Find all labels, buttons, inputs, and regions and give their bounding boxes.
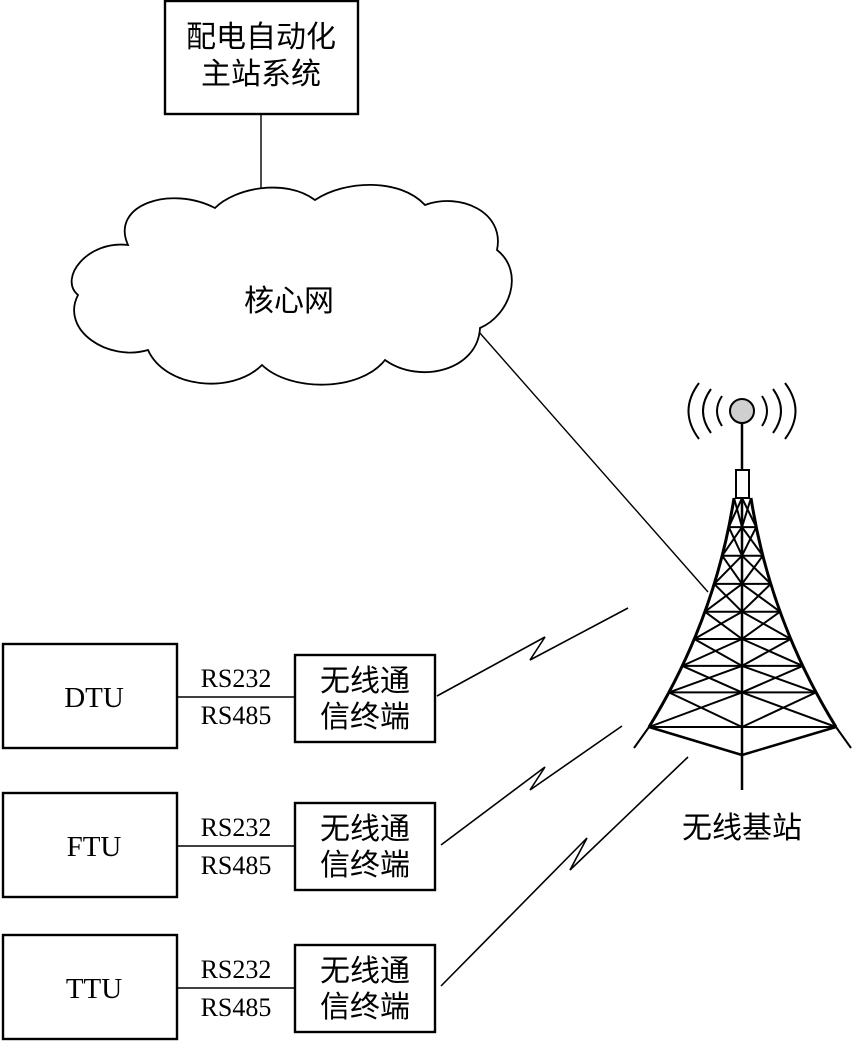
device-box-ftu (1, 791, 179, 899)
tower-brace (741, 583, 781, 613)
comm-terminal-box-dtu (293, 653, 437, 744)
tower-brace (704, 583, 743, 613)
core-network-node: 核心网 (70, 183, 513, 386)
tower-brace (741, 497, 758, 528)
tower-brace (721, 526, 743, 557)
master-station-label-line2: 主站系统 (201, 58, 321, 91)
tower-brace (727, 526, 743, 557)
tower-brace (741, 554, 772, 585)
tower-brace (741, 691, 837, 728)
comm-terminal-label-line1-ttu: 无线通 (320, 955, 410, 988)
tower-brace (741, 691, 817, 728)
iface-bottom-label-dtu: RS485 (201, 701, 272, 730)
tower-brace (741, 638, 792, 667)
tower-brace (727, 497, 743, 528)
device-label-dtu: DTU (64, 682, 124, 714)
tower-brace (741, 638, 804, 667)
comm-terminal-box-ftu (293, 801, 437, 892)
master-station-box (163, 0, 360, 116)
tower-brace (741, 583, 772, 613)
tower-brace (713, 554, 743, 585)
tower-bracing (648, 497, 837, 728)
comm-terminal-label-line2-dtu: 信终端 (320, 701, 410, 734)
comm-terminal-label-line1-dtu: 无线通 (320, 665, 410, 698)
wireless-signal-icon-dtu (436, 607, 629, 697)
device-label-ftu: FTU (67, 831, 122, 863)
tower-brace (713, 583, 743, 613)
tower-brace (704, 610, 743, 640)
comm-terminal-label-line2-ttu: 信终端 (320, 991, 410, 1024)
tower-brace (668, 691, 743, 728)
master-station-node: 配电自动化 主站系统 (163, 0, 360, 116)
device-label-ttu: TTU (66, 973, 122, 1005)
comm-terminal-label-line1-ftu: 无线通 (320, 813, 410, 846)
tower-brace (733, 497, 743, 528)
tower-base-left (648, 725, 743, 757)
tower-brace (741, 526, 758, 557)
wireless-signal-icon-ftu (440, 725, 623, 846)
tower-foot-right (835, 726, 852, 749)
iface-top-label-ttu: RS232 (201, 955, 272, 984)
terminal-row-ftu: FTU RS232 RS485 无线通 信终端 (1, 725, 623, 899)
link-core-to-base-station (478, 331, 709, 593)
tower-brace (741, 664, 817, 694)
wireless-signal-icon-ttu (440, 756, 689, 987)
device-box-dtu (1, 642, 179, 750)
base-station-label: 无线基站 (682, 812, 802, 845)
tower-brace (741, 497, 752, 528)
iface-top-label-ftu: RS232 (201, 813, 272, 842)
iface-bottom-label-ftu: RS485 (201, 851, 272, 880)
tower-brace (741, 610, 781, 640)
tower-brace (681, 638, 743, 667)
radio-wave-icon (687, 382, 797, 440)
comm-terminal-box-ttu (293, 943, 437, 1034)
antenna-ball (729, 398, 755, 424)
device-box-ttu (1, 933, 179, 1041)
tower-brace (741, 526, 764, 557)
core-network-label: 核心网 (244, 285, 334, 318)
tower-brace (741, 555, 764, 585)
tower-brace (693, 638, 743, 667)
tower-top (735, 469, 750, 499)
iface-bottom-label-ttu: RS485 (201, 993, 272, 1022)
tower-brace (693, 610, 743, 640)
tower-brace (668, 664, 743, 694)
tower-brace (681, 664, 743, 694)
tower-brace (741, 664, 804, 694)
base-station-tower: 无线基站 (633, 382, 852, 845)
tower-base-right (741, 725, 837, 757)
tower-brace (741, 610, 792, 640)
iface-top-label-dtu: RS232 (201, 664, 272, 693)
tower-brace (648, 691, 743, 728)
master-station-label-line1: 配电自动化 (186, 21, 336, 54)
tower-brace (721, 555, 743, 585)
terminal-row-ttu: TTU RS232 RS485 无线通 信终端 (1, 756, 689, 1041)
terminal-row-dtu: DTU RS232 RS485 无线通 信终端 (1, 607, 629, 750)
comm-terminal-label-line2-ftu: 信终端 (320, 849, 410, 882)
tower-foot-left (633, 726, 650, 749)
